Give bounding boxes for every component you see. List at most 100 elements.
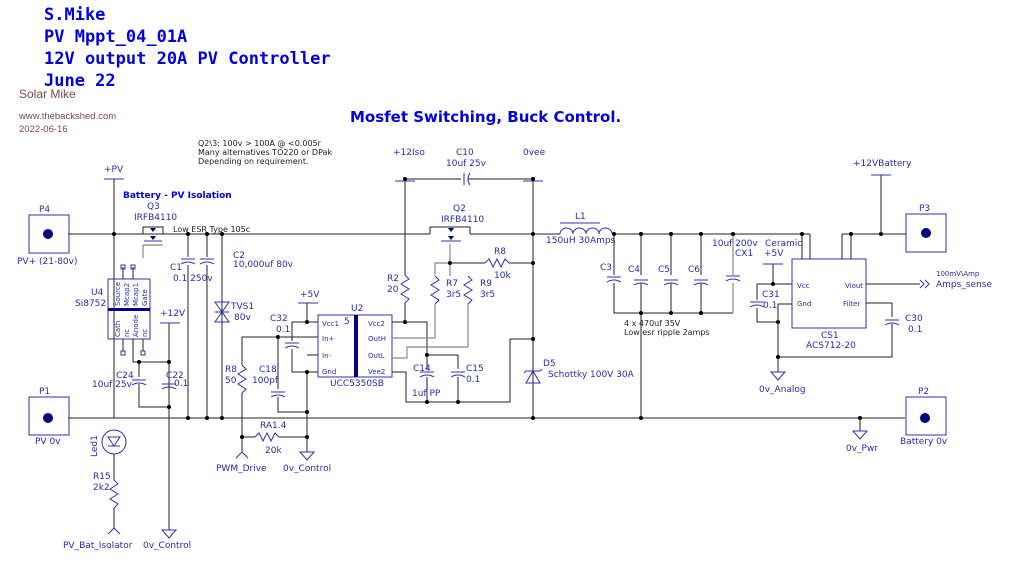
c5-ref: C5 — [658, 265, 670, 275]
c6-ref: C6 — [688, 265, 700, 275]
c14-ref: C14 — [413, 364, 431, 374]
rail-5v-a: +5V — [300, 290, 320, 300]
p2-label: Battery 0v — [900, 437, 948, 447]
c24-value: 10uf 25v — [92, 380, 133, 390]
c32-value: 0.1 — [276, 325, 290, 335]
r7-value: 3r5 — [446, 290, 461, 300]
u4-value: Si8752 — [75, 299, 106, 309]
cs1-pin-gnd: Gnd — [797, 300, 811, 308]
cx1-ref: CX1 — [735, 249, 753, 259]
u2-ref: U2 — [351, 304, 363, 314]
r2-ref: R2 — [387, 274, 399, 284]
u2-pin-gnd: Gnd — [322, 368, 336, 376]
project-title: PV Mppt_04_01A — [44, 27, 188, 47]
schematic-title: Mosfet Switching, Buck Control. — [350, 108, 621, 126]
note-line-3: Depending on requirement. — [198, 157, 309, 166]
r9-ref: R9 — [480, 279, 492, 289]
r15-value: 2k2 — [93, 483, 110, 493]
net-pwm-drive: PWM_Drive — [216, 464, 267, 474]
c31-ref: C31 — [762, 290, 780, 300]
r8-value: 50 — [225, 376, 237, 386]
u2-pin-vcc2: Vcc2 — [368, 320, 385, 328]
q2-ref: Q2 — [453, 204, 466, 214]
rail-5v-b: +5V — [764, 249, 784, 259]
c15-value: 0.1 — [466, 375, 480, 385]
u4-pin-mcap2: Mcap2 — [123, 283, 131, 306]
author-title: S.Mike — [44, 5, 106, 25]
u2-pin-inn: In- — [322, 352, 332, 360]
led1-ref: Led1 — [90, 435, 100, 457]
q3-ref: Q3 — [147, 202, 160, 212]
bulk-caps: C3 C4 C5 C6 4 x 470uf 35V Low esr ripple… — [600, 232, 802, 337]
p4-ref: P4 — [39, 205, 50, 215]
c15-ref: C15 — [466, 364, 484, 374]
u4-ref: U4 — [91, 288, 104, 298]
c10-value: 10uf 25v — [446, 159, 487, 169]
inductor-l1: L1 150uH 30Amps — [546, 212, 616, 246]
u2-pin-outh: OutH — [368, 335, 386, 343]
description-title: 12V output 20A PV Controller — [44, 49, 331, 69]
u2-pin-inp: In+ — [322, 335, 335, 343]
c2-ref: C2 — [233, 251, 245, 261]
l1-value: 150uH 30Amps — [546, 236, 616, 246]
c22-ref: C22 — [166, 371, 184, 381]
port-p2: P2 Battery 0v — [900, 387, 948, 447]
rail-12v: +12V — [160, 309, 186, 319]
meta-site: www.thebackshed.com — [19, 111, 117, 122]
ra1-value: 20k — [265, 446, 282, 456]
r2-value: 20 — [387, 285, 399, 295]
cap-note: Low ESR Type 105c — [173, 225, 250, 234]
p1-label: PV 0v — [35, 437, 61, 447]
rail-pv: +PV — [104, 165, 124, 175]
bulk-note-1: 4 x 470uf 35V — [624, 319, 681, 328]
p4-label: PV+ (21-80v) — [17, 257, 78, 267]
cs1-pin-viout: Viout — [845, 282, 863, 290]
p2-ref: P2 — [918, 387, 929, 397]
amps-note: 100mV\Amp — [936, 270, 980, 278]
u2-pin-outl: OutL — [368, 352, 385, 360]
tvs1-ref: TVS1 — [230, 302, 254, 312]
u2-pin-vee2: Vee2 — [368, 368, 385, 376]
r8-ref: R8 — [225, 365, 237, 375]
cx1-value: 10uf 200v — [712, 239, 758, 249]
p3-ref: P3 — [919, 204, 930, 214]
c4-ref: C4 — [628, 265, 640, 275]
u4-pin-nc2: nc — [141, 329, 149, 337]
u2-value: UCC5350SB — [330, 379, 384, 389]
cx1-type: Ceramic — [765, 239, 802, 249]
cs1-pin-filter: Filter — [843, 300, 860, 308]
c1-value: 0.1 250v — [173, 274, 213, 284]
r9-value: 3r5 — [480, 290, 495, 300]
c30-ref: C30 — [905, 314, 923, 324]
q2-value: IRFB4110 — [441, 215, 484, 225]
r8b-value: 10k — [494, 271, 511, 281]
c2-value: 10,000uf 80v — [233, 260, 294, 270]
d5-value: Schottky 100V 30A — [548, 370, 635, 380]
p1-ref: P1 — [39, 387, 50, 397]
u4-pin-mcap1: Mcap1 — [132, 283, 140, 306]
r15-ref: R15 — [93, 472, 111, 482]
cs1-ref: CS1 — [821, 331, 839, 341]
isolator-u4: U4 Si8752 Source Mcap2 Mcap1 Gate Cath n… — [75, 264, 169, 363]
c3-ref: C3 — [600, 263, 612, 273]
d5-ref: D5 — [543, 359, 556, 369]
port-p3: P3 — [905, 204, 947, 253]
c14-value: 1uf PP — [412, 389, 441, 399]
u2-pin-vcc1: Vcc1 — [322, 320, 339, 328]
ra1-ref: RA1.4 — [260, 421, 287, 431]
date-title: June 22 — [44, 71, 116, 91]
c10-ref: C10 — [456, 148, 474, 158]
u4-pin-anode: Anode — [132, 315, 140, 337]
c1-ref: C1 — [170, 263, 182, 273]
c24-ref: C24 — [116, 371, 134, 381]
cs1-value: ACS712-20 — [806, 341, 856, 351]
r8b-ref: R8 — [494, 247, 506, 257]
u4-pin-source: Source — [114, 282, 122, 306]
rail-0vee: 0vee — [523, 148, 546, 158]
l1-ref: L1 — [575, 212, 586, 222]
r7-ref: R7 — [446, 279, 458, 289]
section-label: Battery - PV Isolation — [123, 191, 232, 201]
u2-pin-center: 5 — [344, 317, 350, 327]
u4-pin-nc1: nc — [123, 329, 131, 337]
note-line-1: Q2\3: 100v > 100A @ <0.005r — [198, 139, 322, 148]
